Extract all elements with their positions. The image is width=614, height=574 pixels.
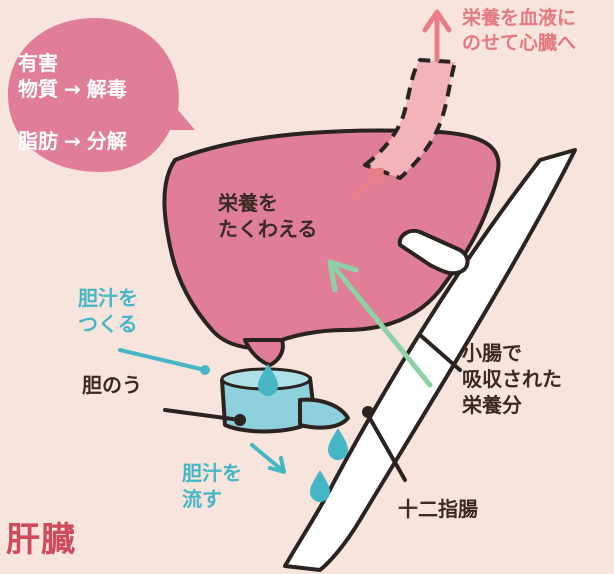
duodenum-tube	[283, 148, 577, 572]
bile-drop	[258, 364, 278, 396]
store-nutrients-label: 栄養を たくわえる	[218, 191, 318, 241]
gallbladder-label: 胆のう	[82, 373, 142, 397]
bile-flow-arrow	[250, 443, 284, 472]
nutrient-arrow-head	[327, 259, 359, 293]
bile-drop	[328, 428, 348, 460]
absorbed-leader	[418, 333, 462, 372]
bile-drop	[310, 470, 330, 502]
bubble-toxin-label: 有害 物質→解毒	[18, 51, 127, 101]
duodenum-dot	[362, 406, 374, 418]
gallbladder-leader	[163, 408, 242, 422]
page-title: 肝臓	[6, 520, 76, 560]
bile-flow-label: 胆汁を 流す	[182, 461, 242, 511]
bile-duct	[243, 338, 285, 367]
blood-vessel	[363, 58, 457, 180]
gallbladder-dot	[234, 414, 246, 426]
blood-arrow-head	[422, 9, 452, 33]
nutrient-arrow-shaft	[332, 265, 433, 388]
bile-make-leader	[118, 348, 207, 372]
vessel-entry-arrow	[350, 170, 382, 200]
bile-flow-arrow-head	[268, 456, 286, 474]
liver-connector	[397, 228, 470, 276]
speech-bubble	[8, 18, 195, 172]
bubble-fat-label: 脂肪→分解	[18, 129, 127, 153]
blood-to-heart-label: 栄養を血液に のせて心臓へ	[462, 7, 577, 54]
duodenum-label: 十二指腸	[398, 497, 478, 521]
duodenum-leader	[366, 413, 407, 482]
bile-make-dot	[200, 365, 210, 375]
gallbladder-outlet	[298, 397, 350, 430]
bile-make-label: 胆汁を つくる	[78, 286, 138, 336]
vessel-entry-arrow-head	[366, 168, 384, 186]
absorbed-nutrients-label: 小腸で 吸収された 栄養分	[462, 341, 562, 417]
